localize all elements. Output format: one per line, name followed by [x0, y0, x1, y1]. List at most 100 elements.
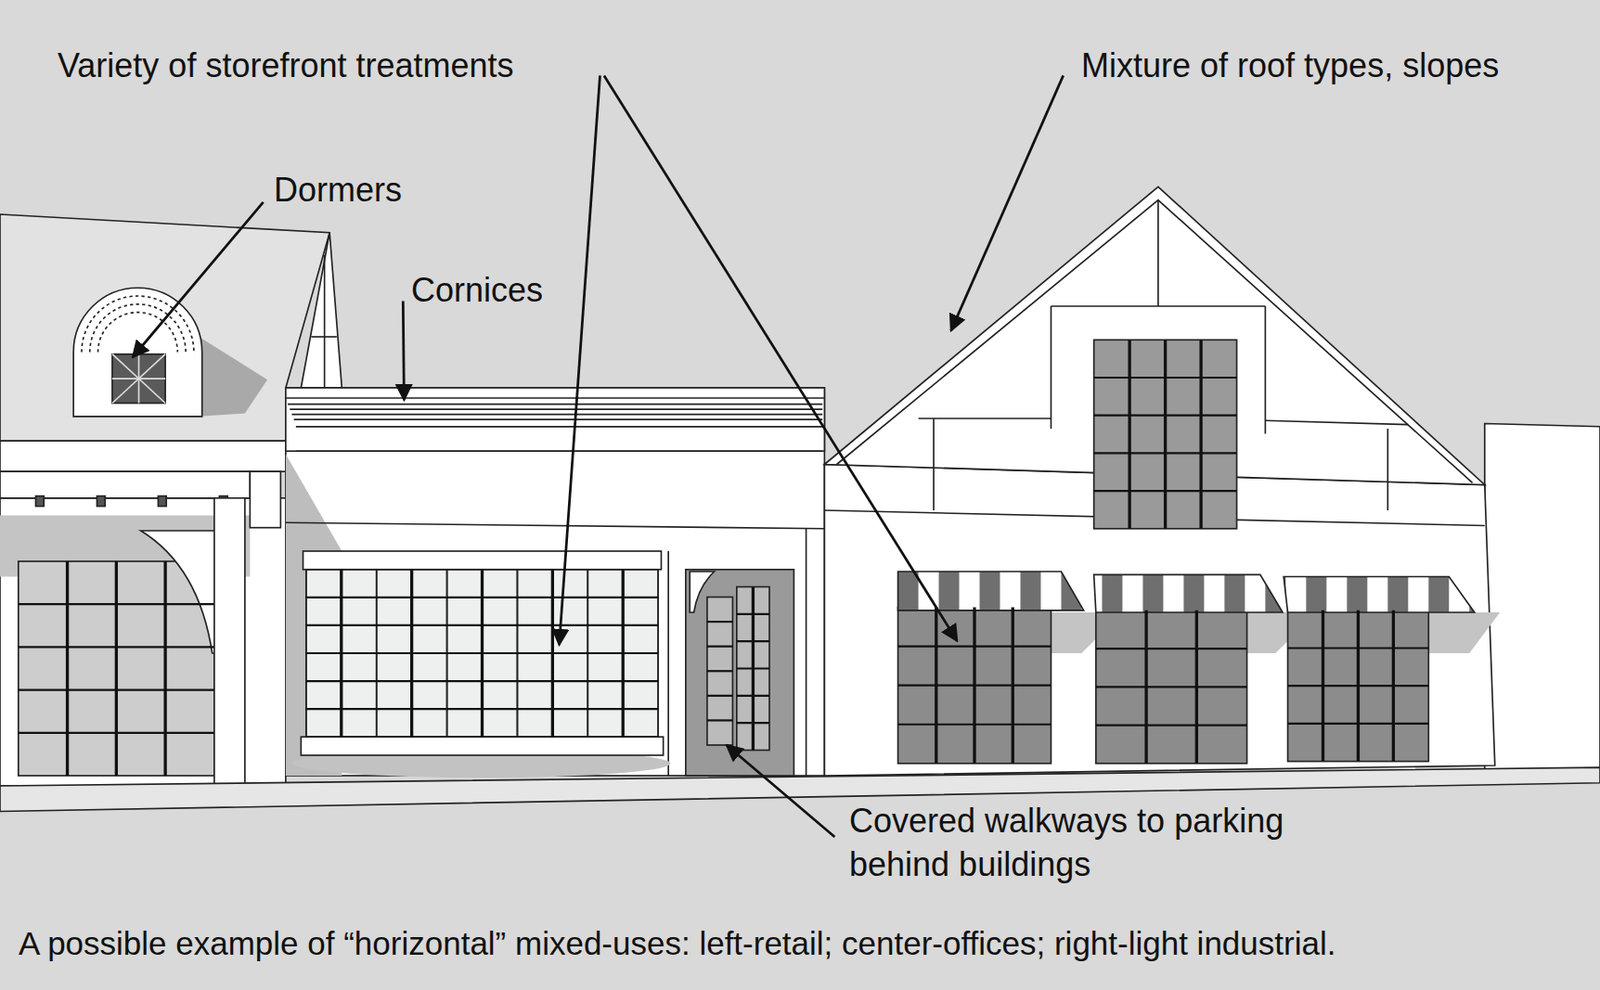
center-office-building [707, 597, 733, 747]
leader-lines [726, 745, 836, 838]
right-industrial-building [1283, 577, 1475, 614]
leader-lines [559, 75, 601, 646]
center-office-building [689, 571, 714, 613]
right-industrial-building [1428, 612, 1500, 654]
right-industrial-building [1094, 490, 1238, 492]
center-office-building [376, 680, 448, 683]
right-industrial-building [1264, 306, 1267, 435]
center-office-building [447, 624, 518, 627]
center-office-building [447, 708, 518, 710]
left-retail-building [141, 530, 217, 654]
right-industrial-building [898, 684, 1052, 687]
left-retail-building [112, 354, 166, 404]
sidewalk [0, 767, 1600, 812]
center-office-building [447, 680, 518, 683]
right-industrial-building [1094, 574, 1283, 613]
center-office-building [516, 652, 588, 655]
left-retail-building [310, 335, 336, 338]
callout-label: Mixture of roof types, slopes [1081, 44, 1499, 89]
center-office-building [306, 569, 377, 737]
center-office-building [376, 624, 448, 627]
sidewalk [0, 767, 1600, 812]
leader-lines [604, 75, 957, 641]
left-retail-building [96, 496, 105, 507]
right-industrial-building [1050, 306, 1053, 429]
center-office-building [306, 569, 659, 737]
center-office-building [587, 624, 659, 627]
right-industrial-building [898, 607, 1052, 764]
center-office-building [376, 569, 448, 737]
right-industrial-building [1127, 339, 1131, 530]
left-retail-building [18, 732, 215, 735]
center-office-building [587, 708, 659, 710]
right-industrial-building [1094, 376, 1238, 379]
left-retail-building [18, 561, 215, 776]
center-office-building [285, 387, 826, 778]
left-retail-building [198, 336, 268, 417]
leader-lines [951, 75, 1064, 331]
right-industrial-building [824, 186, 1600, 776]
center-office-building [376, 652, 448, 655]
center-office-building [707, 695, 733, 697]
center-office-building [285, 387, 826, 776]
left-retail-building [35, 496, 44, 507]
center-office-building [516, 596, 588, 599]
left-retail-building [0, 214, 342, 803]
center-office-building [287, 403, 823, 406]
center-office-building [376, 708, 448, 710]
left-retail-building [0, 471, 250, 499]
center-office-building [516, 680, 588, 683]
left-retail-building [163, 561, 167, 776]
center-office-building [736, 695, 770, 697]
center-office-building [306, 680, 377, 683]
callout-label: Dormers [273, 168, 402, 213]
callout-label: Cornices [411, 269, 543, 313]
right-industrial-building [1163, 339, 1167, 530]
left-retail-building [214, 498, 246, 787]
right-industrial-building [1288, 610, 1430, 762]
left-retail-building [18, 688, 215, 691]
center-office-building [667, 551, 670, 776]
leader-lines [132, 202, 264, 358]
left-retail-building [18, 603, 215, 606]
right-industrial-building [1288, 646, 1430, 649]
center-office-building [707, 645, 733, 648]
right-industrial-building [1199, 339, 1202, 530]
left-retail-building [112, 354, 166, 404]
center-office-building [306, 708, 377, 710]
center-office-building [736, 613, 770, 616]
center-office-building [707, 670, 733, 672]
leader-lines [402, 301, 404, 401]
center-office-building [447, 596, 518, 599]
center-office-building [587, 652, 659, 655]
callout-label: Covered walkways to parking behind build… [849, 800, 1369, 888]
center-office-building [296, 450, 823, 452]
center-office-building [447, 652, 518, 655]
center-office-building [285, 397, 826, 400]
left-retail-building [300, 232, 342, 388]
center-office-building [736, 667, 770, 670]
right-industrial-building [1094, 414, 1238, 417]
left-retail-building [115, 561, 118, 776]
left-retail-building [0, 214, 330, 441]
left-retail-building [112, 354, 166, 404]
right-industrial-building [1484, 424, 1600, 772]
right-industrial-building [932, 418, 935, 511]
center-office-building [300, 736, 663, 756]
center-office-building [587, 569, 659, 737]
center-office-building [447, 569, 518, 737]
center-office-building [736, 587, 770, 751]
right-industrial-building [898, 723, 1052, 726]
right-industrial-building [1264, 420, 1408, 425]
right-industrial-building [1096, 647, 1248, 650]
callout-label: Variety of storefront treatments [57, 44, 515, 89]
right-industrial-building [918, 417, 1052, 420]
center-office-building [685, 569, 795, 776]
center-office-building [303, 551, 662, 570]
center-office-building [306, 652, 377, 655]
left-retail-building [0, 440, 286, 472]
